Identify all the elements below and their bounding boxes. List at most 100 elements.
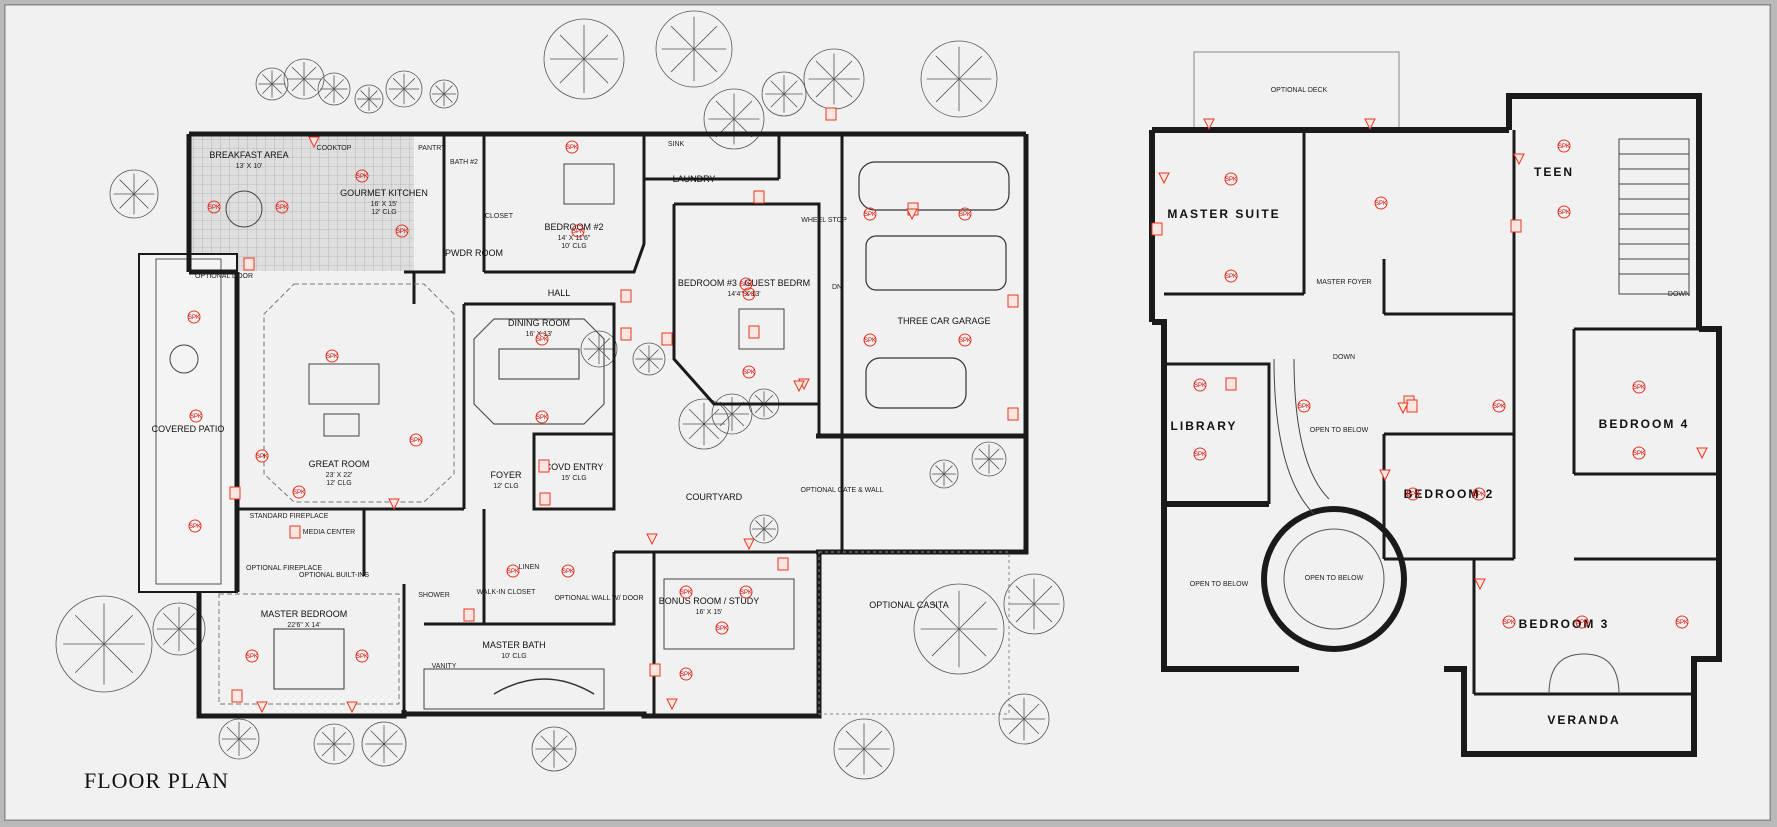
note-optional-wall-door: OPTIONAL WALL W/ DOOR [554, 595, 643, 602]
device-marker [463, 608, 475, 622]
svg-text:SPK: SPK [396, 229, 408, 235]
room-dim: 16' X 15' [696, 609, 723, 616]
device-marker [620, 289, 632, 303]
device-markers [229, 107, 1708, 714]
room-label-bath2: BATH #2 [450, 159, 478, 166]
device-marker [1007, 294, 1019, 308]
speaker-marker: SPK [571, 224, 585, 238]
note-media-center: MEDIA CENTER [303, 529, 356, 536]
note-linen: LINEN [519, 564, 540, 571]
vent-marker [1696, 447, 1708, 460]
svg-text:SPK: SPK [562, 569, 574, 575]
speaker-marker: SPK [275, 200, 289, 214]
svg-text:SPK: SPK [1493, 404, 1505, 410]
device-marker [753, 190, 765, 204]
room-dim: 23' X 22' [326, 472, 353, 479]
svg-text:SPK: SPK [1225, 177, 1237, 183]
device-marker [229, 486, 241, 500]
speaker-marker: SPK [1675, 615, 1689, 629]
speaker-marker: SPK [679, 667, 693, 681]
vent-marker [646, 533, 658, 546]
speaker-marker: SPK [1193, 447, 1207, 461]
room-label-bedroom4: BEDROOM 4 [1599, 417, 1690, 431]
svg-text:SPK: SPK [1298, 404, 1310, 410]
tree-icon [580, 330, 618, 368]
svg-text:SPK: SPK [680, 672, 692, 678]
note-open-to-below: OPEN TO BELOW [1305, 575, 1364, 582]
speaker-marker: SPK [187, 310, 201, 324]
speaker-marker: SPK [1632, 380, 1646, 394]
device-marker [539, 492, 551, 506]
tree-icon [678, 398, 730, 450]
room-ceiling: 12' CLG [493, 483, 518, 490]
speaker-marker: SPK [863, 207, 877, 221]
note-pantry: PANTRY [418, 145, 446, 152]
note-down: DOWN [1668, 291, 1690, 298]
tree-icon [283, 58, 325, 100]
note-optional-fireplace: OPTIONAL FIREPLACE [246, 565, 322, 572]
speaker-marker: SPK [1224, 269, 1238, 283]
tree-icon [361, 721, 407, 767]
svg-text:SPK: SPK [190, 414, 202, 420]
speaker-marker: SPK [207, 200, 221, 214]
speaker-marker: SPK [1224, 172, 1238, 186]
room-ceiling: 12' CLG [326, 480, 351, 487]
svg-text:SPK: SPK [740, 282, 752, 288]
speaker-markers: SPK SPK SPK SPK SPK SPK SPK SPK SPK SPK SPK SPK SPK S… [187, 139, 1689, 681]
device-marker [538, 459, 550, 473]
svg-text:SPK: SPK [246, 654, 258, 660]
device-marker [1510, 219, 1522, 233]
speaker-marker: SPK [292, 485, 306, 499]
device-marker [1225, 377, 1237, 391]
vent-marker [1203, 118, 1215, 131]
tree-icon [749, 514, 779, 544]
tree-icon [711, 393, 753, 435]
svg-text:SPK: SPK [536, 337, 548, 343]
svg-text:SPK: SPK [536, 415, 548, 421]
speaker-marker: SPK [535, 332, 549, 346]
room-label-garage: THREE CAR GARAGE [897, 316, 990, 326]
svg-text:SPK: SPK [566, 145, 578, 151]
room-dim: 14' X 11'6" [558, 235, 591, 242]
room-label-foyer: FOYER [490, 470, 522, 480]
speaker-marker: SPK [715, 621, 729, 635]
speaker-marker: SPK [1575, 615, 1589, 629]
note-down: DOWN [1333, 354, 1355, 361]
svg-text:SPK: SPK [864, 338, 876, 344]
room-ceiling: 10' CLG [561, 243, 586, 250]
tree-icon [317, 72, 351, 106]
speaker-marker: SPK [255, 449, 269, 463]
svg-text:SPK: SPK [743, 292, 755, 298]
svg-text:SPK: SPK [1633, 385, 1645, 391]
speaker-marker: SPK [958, 207, 972, 221]
vent-marker [1364, 118, 1376, 131]
svg-text:SPK: SPK [959, 338, 971, 344]
svg-text:SPK: SPK [208, 205, 220, 211]
tree-icon [833, 718, 895, 780]
room-label-bedroom2: BEDROOM 2 [1404, 487, 1495, 501]
speaker-marker: SPK [863, 333, 877, 347]
tree-icon [385, 70, 423, 108]
device-marker [649, 663, 661, 677]
room-label-laundry: LAUNDRY [673, 174, 716, 184]
note-down: DN [832, 284, 842, 291]
svg-text:SPK: SPK [959, 212, 971, 218]
vent-marker [906, 208, 918, 221]
speaker-marker: SPK [395, 224, 409, 238]
room-ceiling: 12' CLG [371, 209, 396, 216]
speaker-marker: SPK [355, 649, 369, 663]
svg-text:SPK: SPK [1407, 492, 1419, 498]
speaker-marker: SPK [1406, 487, 1420, 501]
vent-marker [346, 701, 358, 714]
floor-plan-drawing: BREAKFAST AREA 13' X 10' GOURMET KITCHEN… [4, 4, 1771, 821]
device-marker [620, 327, 632, 341]
note-walk-in-closet: WALK-IN CLOSET [477, 589, 537, 596]
note-optional-builtins: OPTIONAL BUILT-INS [299, 572, 369, 579]
tree-icon [920, 40, 998, 118]
note-sink: SINK [668, 141, 685, 148]
device-marker [1007, 407, 1019, 421]
room-dim: 22'6" X 14' [287, 622, 320, 629]
room-label-covd-entry: COVD ENTRY [545, 462, 604, 472]
second-floor-labels: OPTIONAL DECK MASTER SUITE TEEN LIBRARY … [1167, 87, 1690, 727]
tree-icon [354, 84, 384, 114]
